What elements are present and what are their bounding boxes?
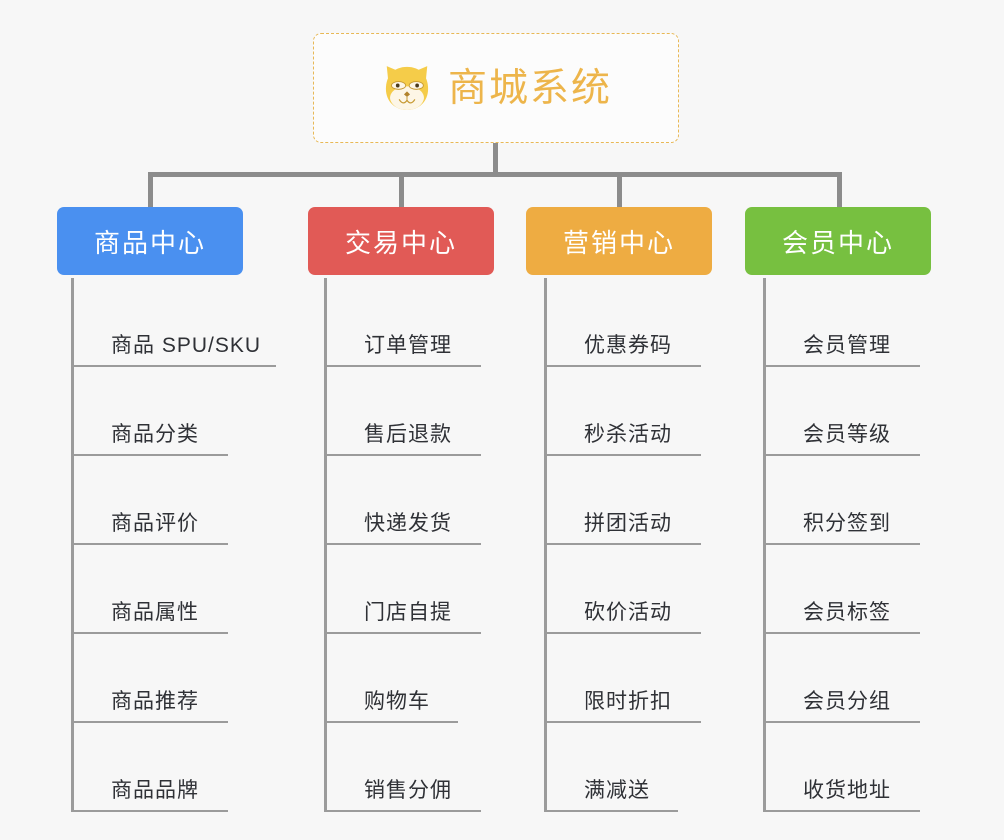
leaf-spine <box>71 278 74 812</box>
leaf-item-label: 门店自提 <box>364 600 452 624</box>
category-box-trade-center[interactable]: 交易中心 <box>308 207 494 275</box>
leaf-item[interactable]: 销售分佣 <box>324 723 481 812</box>
leaf-item[interactable]: 订单管理 <box>324 278 481 367</box>
leaf-item[interactable]: 售后退款 <box>324 367 481 456</box>
leaf-item-label: 快递发货 <box>364 511 452 535</box>
leaf-item-label: 积分签到 <box>803 511 891 535</box>
leaf-item[interactable]: 收货地址 <box>763 723 920 812</box>
leaf-item-label: 购物车 <box>364 689 430 713</box>
leaf-item-label: 满减送 <box>584 778 650 802</box>
leaf-item-label: 收货地址 <box>803 778 891 802</box>
leaf-item[interactable]: 满减送 <box>544 723 678 812</box>
leaf-item-label: 会员管理 <box>803 333 891 357</box>
leaf-item-label: 限时折扣 <box>584 689 672 713</box>
leaf-item[interactable]: 商品品牌 <box>71 723 228 812</box>
root-title: 商城系统 <box>447 66 612 110</box>
leaf-item[interactable]: 购物车 <box>324 634 458 723</box>
leaf-spine <box>544 278 547 812</box>
leaf-item[interactable]: 商品推荐 <box>71 634 228 723</box>
leaf-item-label: 订单管理 <box>364 333 452 357</box>
leaf-item[interactable]: 会员分组 <box>763 634 920 723</box>
category-box-product-center[interactable]: 商品中心 <box>57 207 243 275</box>
leaf-item[interactable]: 商品分类 <box>71 367 228 456</box>
shiba-dog-face-icon <box>380 61 434 115</box>
leaf-column-marketing-center: 优惠券码 秒杀活动 拼团活动 砍价活动 限时折扣 满减送 <box>544 278 701 812</box>
leaf-item-label: 商品品牌 <box>111 778 199 802</box>
leaf-item[interactable]: 会员等级 <box>763 367 920 456</box>
leaf-item-label: 秒杀活动 <box>584 422 672 446</box>
connector-drop-2 <box>399 172 404 207</box>
leaf-item[interactable]: 商品评价 <box>71 456 228 545</box>
leaf-item-label: 砍价活动 <box>584 600 672 624</box>
leaf-item[interactable]: 限时折扣 <box>544 634 701 723</box>
leaf-item-label: 商品分类 <box>111 422 199 446</box>
connector-drop-4 <box>837 172 842 207</box>
leaf-item-label: 商品评价 <box>111 511 199 535</box>
leaf-item-label: 会员分组 <box>803 689 891 713</box>
leaf-item-label: 会员等级 <box>803 422 891 446</box>
category-box-member-center[interactable]: 会员中心 <box>745 207 931 275</box>
connector-drop-3 <box>617 172 622 207</box>
leaf-item[interactable]: 积分签到 <box>763 456 920 545</box>
leaf-column-member-center: 会员管理 会员等级 积分签到 会员标签 会员分组 收货地址 <box>763 278 920 812</box>
connector-root-stem <box>493 143 498 177</box>
leaf-item[interactable]: 商品 SPU/SKU <box>71 278 276 367</box>
category-label: 营销中心 <box>562 227 675 258</box>
leaf-spine <box>763 278 766 812</box>
connector-horizontal-bus <box>148 172 842 177</box>
leaf-column-trade-center: 订单管理 售后退款 快递发货 门店自提 购物车 销售分佣 <box>324 278 481 812</box>
leaf-item-label: 商品 SPU/SKU <box>111 333 262 357</box>
leaf-item-label: 售后退款 <box>364 422 452 446</box>
leaf-item[interactable]: 秒杀活动 <box>544 367 701 456</box>
root-node-mall-system[interactable]: 商城系统 <box>313 33 679 143</box>
leaf-item[interactable]: 优惠券码 <box>544 278 701 367</box>
leaf-item[interactable]: 会员标签 <box>763 545 920 634</box>
category-label: 商品中心 <box>93 227 206 258</box>
leaf-item-label: 优惠券码 <box>584 333 672 357</box>
leaf-item-label: 商品推荐 <box>111 689 199 713</box>
leaf-item-label: 拼团活动 <box>584 511 672 535</box>
leaf-column-product-center: 商品 SPU/SKU 商品分类 商品评价 商品属性 商品推荐 商品品牌 <box>71 278 276 812</box>
leaf-item[interactable]: 商品属性 <box>71 545 228 634</box>
leaf-item-label: 商品属性 <box>111 600 199 624</box>
leaf-item[interactable]: 会员管理 <box>763 278 920 367</box>
connector-drop-1 <box>148 172 153 207</box>
leaf-item-label: 会员标签 <box>803 600 891 624</box>
leaf-item[interactable]: 拼团活动 <box>544 456 701 545</box>
category-label: 交易中心 <box>344 227 457 258</box>
leaf-item[interactable]: 门店自提 <box>324 545 481 634</box>
leaf-spine <box>324 278 327 812</box>
category-box-marketing-center[interactable]: 营销中心 <box>526 207 712 275</box>
leaf-item-label: 销售分佣 <box>364 778 452 802</box>
leaf-item[interactable]: 砍价活动 <box>544 545 701 634</box>
leaf-item[interactable]: 快递发货 <box>324 456 481 545</box>
category-label: 会员中心 <box>781 227 894 258</box>
